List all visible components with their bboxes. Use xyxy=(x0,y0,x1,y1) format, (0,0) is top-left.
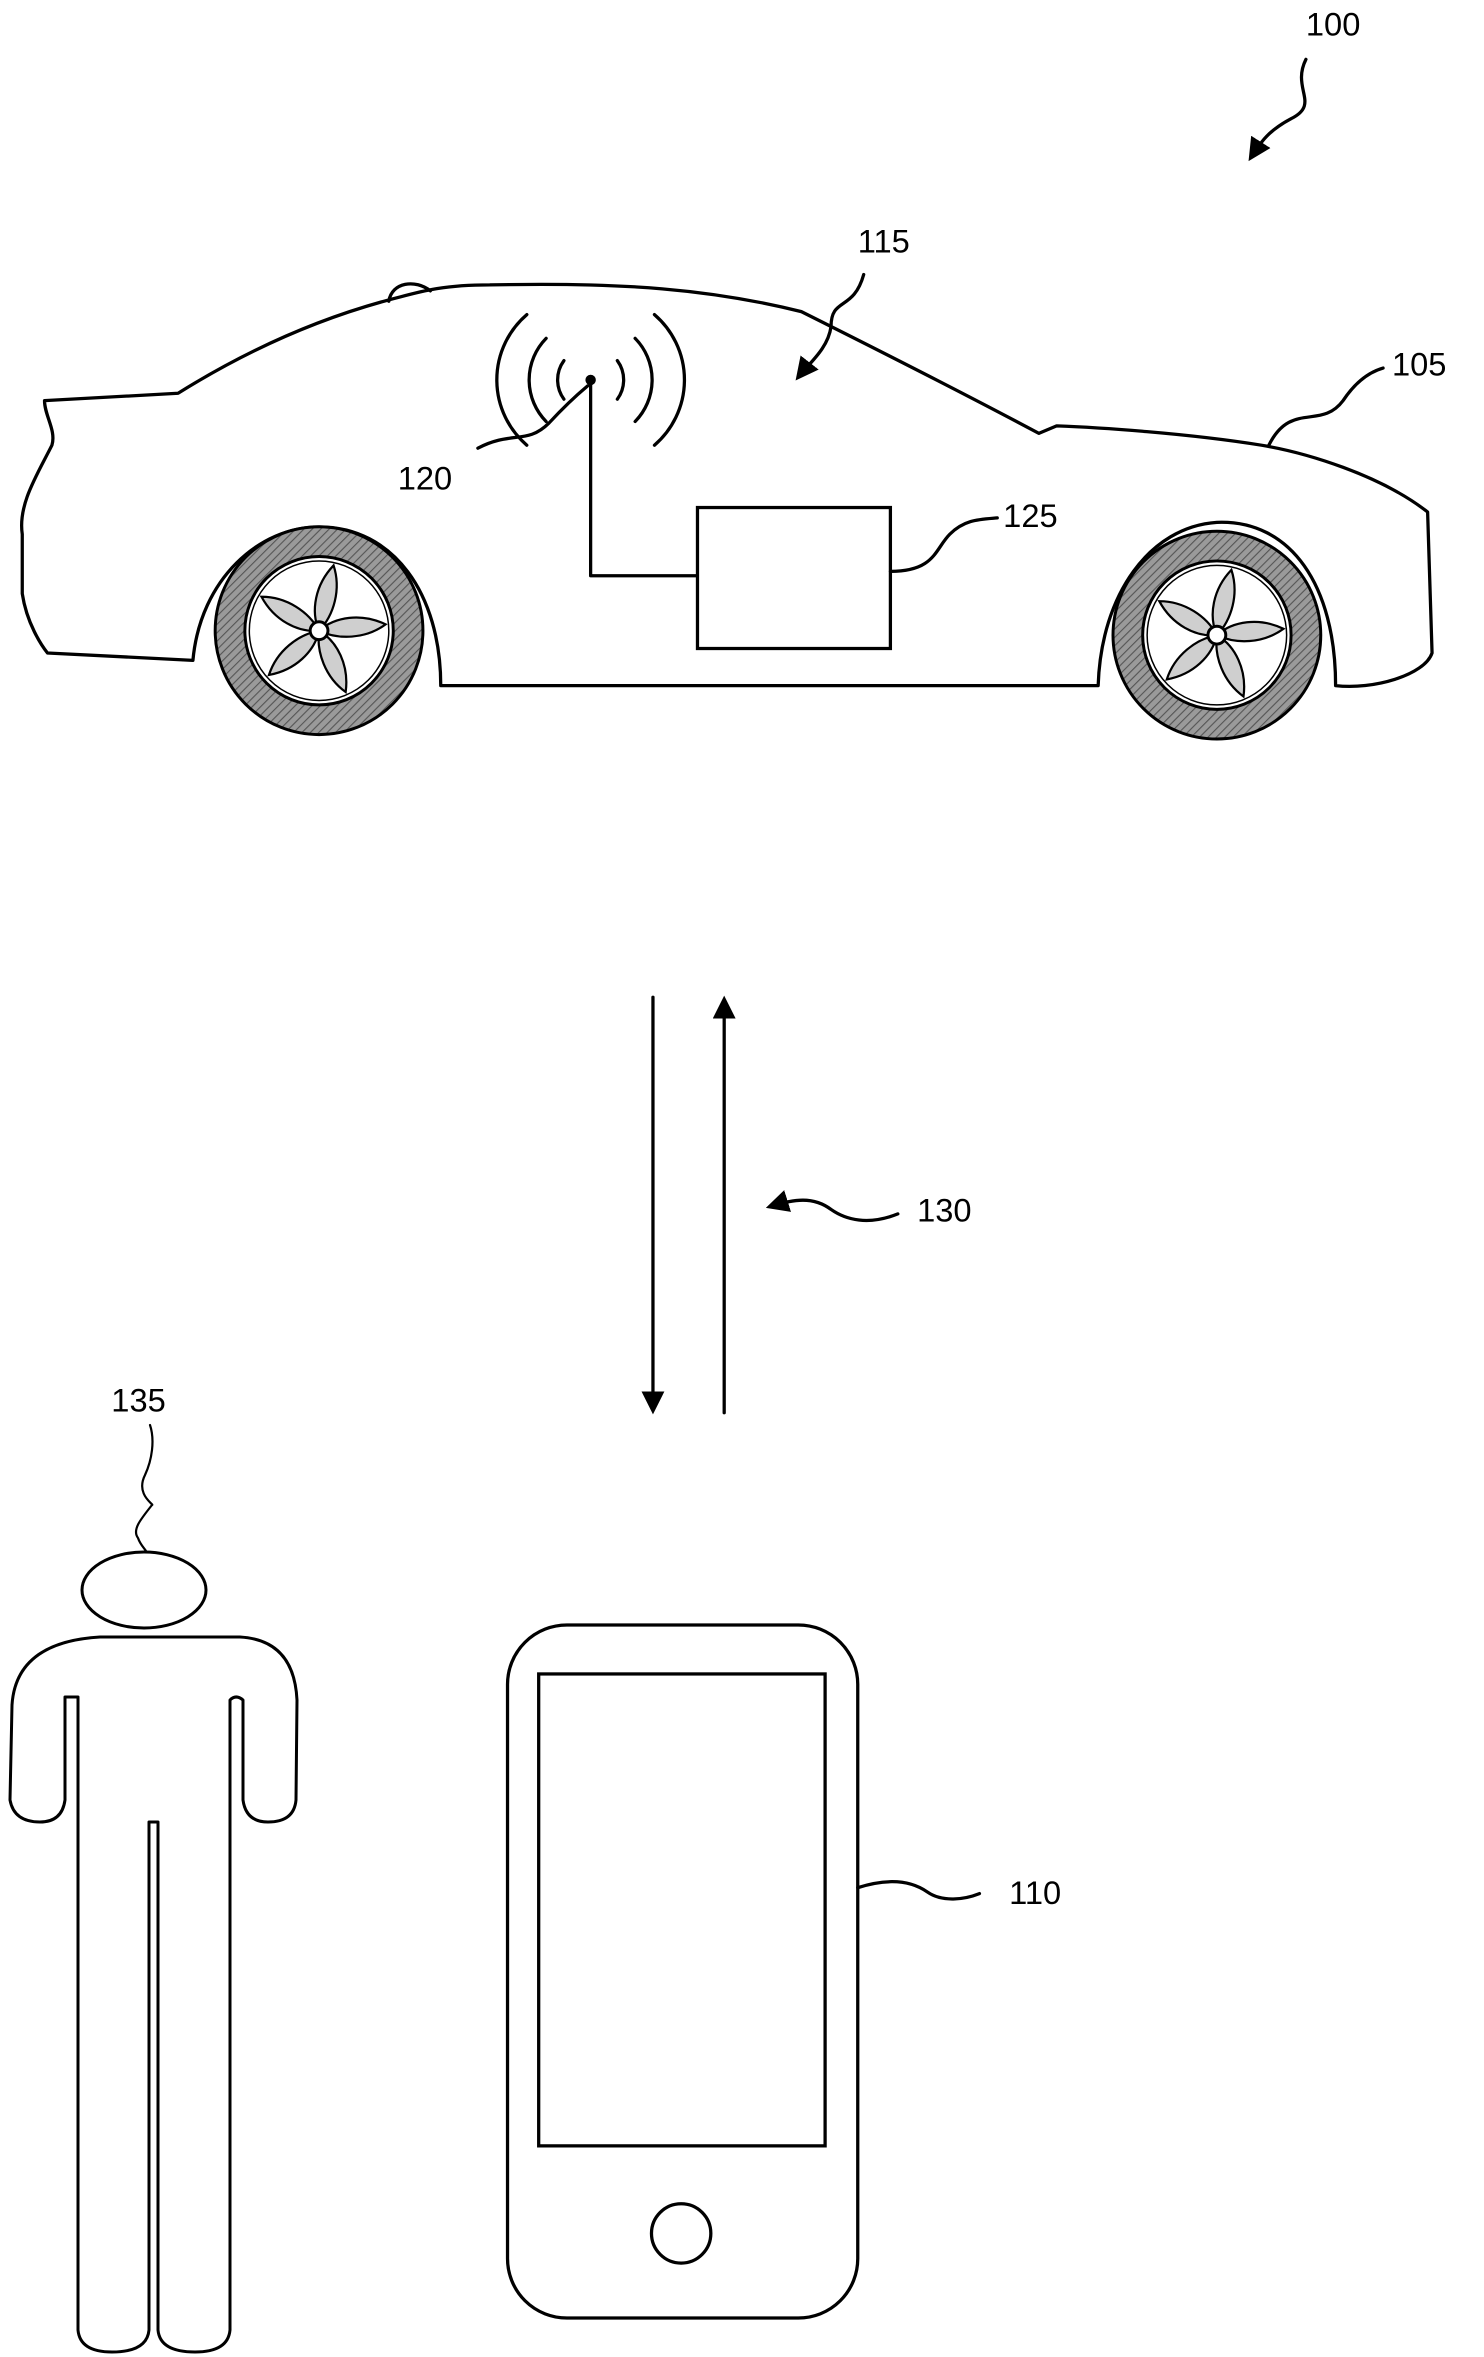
label-105: 105 xyxy=(1392,345,1446,382)
front-wheel xyxy=(1113,531,1321,739)
leader-110 xyxy=(856,1880,982,1901)
mobile-device xyxy=(505,1623,860,2320)
roof-bump xyxy=(387,282,432,303)
user-body xyxy=(8,1635,299,2354)
leader-125 xyxy=(888,516,999,573)
vehicle xyxy=(19,282,1434,739)
device-screen xyxy=(537,1672,827,2148)
label-110: 110 xyxy=(1009,1874,1061,1911)
user-figure xyxy=(8,1423,299,2354)
label-100: 100 xyxy=(1306,6,1360,43)
leader-135 xyxy=(134,1423,154,1553)
label-125: 125 xyxy=(1003,497,1057,534)
antenna xyxy=(495,312,700,578)
rear-wheel xyxy=(215,527,423,735)
user-head xyxy=(80,1550,208,1630)
antenna-wire xyxy=(588,381,700,578)
label-135: 135 xyxy=(111,1381,165,1418)
home-button xyxy=(649,2202,713,2265)
label-130: 130 xyxy=(917,1191,971,1228)
leader-120 xyxy=(476,384,590,450)
arrow-130 xyxy=(765,1190,900,1222)
label-120: 120 xyxy=(398,460,452,497)
controller-box xyxy=(695,505,893,651)
arrow-115 xyxy=(795,272,866,381)
leader-105 xyxy=(1267,366,1385,447)
arrow-100 xyxy=(1248,57,1308,162)
label-115: 115 xyxy=(858,222,910,259)
vehicle-body-outline xyxy=(19,282,1434,688)
